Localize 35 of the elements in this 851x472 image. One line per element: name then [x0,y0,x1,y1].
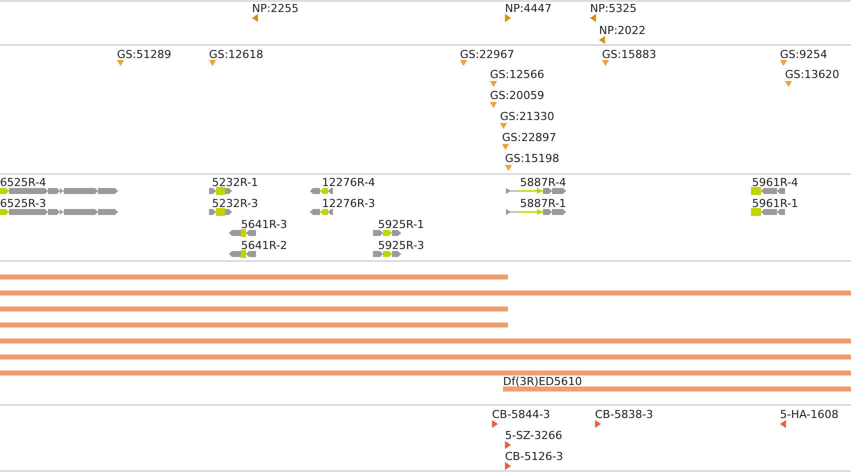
feature-label: CB-5126-3 [505,450,564,462]
feature-label: GS:21330 [500,110,554,122]
gene-label: 5887R-4 [520,176,566,188]
feature-label: GS:12618 [209,48,264,60]
gene-label: 5641R-2 [241,238,288,252]
feature-label: 5-HA-1608 [780,408,838,420]
feature-label: CB-5838-3 [595,408,654,420]
feature-label: NP:5325 [590,2,637,14]
feature-label: GS:15198 [505,152,560,164]
feature-label: CB-5844-3 [492,408,550,420]
gene-label: 5925R-1 [378,218,424,230]
feature-label: GS:9254 [780,48,828,60]
feature-label: GS:51289 [117,48,172,60]
feature-label: GS:22897 [502,130,556,144]
gene-label: 5232R-3 [212,196,258,210]
gene-label: 12276R-3 [322,196,376,210]
gene-label: 5887R-1 [520,196,566,210]
feature-label: GS:22967 [460,48,514,60]
feature-label: GS:12566 [490,68,544,80]
deletion-label: Df(3R)ED5610 [503,374,582,388]
gene-label: 5641R-3 [241,218,288,230]
gene-label: 6525R-4 [0,176,46,188]
feature-label: GS:15883 [602,48,656,60]
feature-label: GS:13620 [785,68,840,80]
gene-label: 5232R-1 [212,176,258,188]
feature-label: NP:2255 [252,2,299,14]
gene-label: 12276R-4 [322,176,376,188]
gene-label: 5961R-4 [752,176,798,188]
feature-label: 5-SZ-3266 [505,428,562,442]
feature-label: GS:20059 [490,88,544,102]
gene-label: 5961R-1 [752,196,798,210]
gene-label: 6525R-3 [0,196,46,210]
gene-label: 5925R-3 [378,238,424,252]
feature-label: NP:2022 [599,24,646,36]
feature-label: NP:4447 [505,2,552,14]
